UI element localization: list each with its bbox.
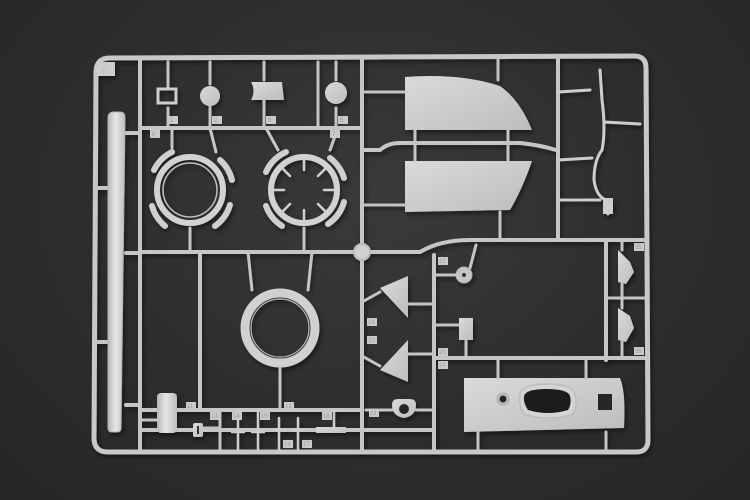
small-block-part (432, 318, 473, 360)
round-disc-part (200, 86, 220, 106)
gear-wheel-part (432, 243, 478, 284)
part-number: 6 (152, 132, 156, 138)
sprue-letter: K (102, 66, 108, 75)
part-number: 2 (214, 118, 218, 124)
part-number: 24 (439, 363, 446, 369)
triangle-upper (360, 276, 436, 318)
small-bar-part (316, 427, 346, 433)
ring-toothed (263, 126, 347, 254)
part-number: 13 (211, 414, 218, 420)
triangle-lower (360, 340, 436, 382)
part-number: 23 (439, 350, 446, 356)
part-number: 15 (261, 414, 268, 420)
hatch-disc-part (325, 82, 347, 104)
part-number: 12 (285, 404, 292, 410)
part-number: 16 (284, 442, 291, 448)
part-number: 14 (233, 414, 240, 420)
part-number: 18 (323, 414, 330, 420)
part-number: 5 (340, 118, 344, 124)
part-number: 3 (268, 118, 272, 124)
small-clip-part (193, 423, 222, 437)
mantlet-plate (464, 356, 625, 452)
sprue-letter-tag (97, 62, 115, 76)
long-barrel (107, 111, 126, 433)
wire-part (556, 68, 642, 216)
part-number: 1 (170, 118, 174, 124)
part-number: 17 (303, 442, 310, 448)
part-number: 11 (187, 404, 194, 410)
part-number: 20 (368, 338, 375, 344)
part-number: 21 (370, 411, 377, 417)
ring-plain (149, 126, 235, 254)
small-bracket-right-lower (618, 296, 634, 360)
part-number: 19 (368, 320, 375, 326)
notched-plate-part (251, 82, 284, 100)
small-bracket-right-upper (618, 238, 634, 300)
part-number: 25 (635, 245, 642, 251)
sprue-frame (91, 53, 651, 455)
part-number-labels: 1 2 3 5 6 7 11 12 13 14 15 16 17 18 19 2… (150, 116, 644, 448)
curved-plate-lower (360, 141, 532, 242)
ring-lower (240, 250, 320, 412)
part-number: 7 (332, 132, 336, 138)
top-small-parts (166, 60, 338, 130)
cylinder-drum (138, 393, 177, 433)
part-number: 22 (439, 259, 446, 265)
runner-hub (353, 243, 371, 261)
small-square-frame-part (156, 87, 178, 105)
curved-plate-upper (360, 56, 532, 145)
part-number: 26 (635, 349, 642, 355)
